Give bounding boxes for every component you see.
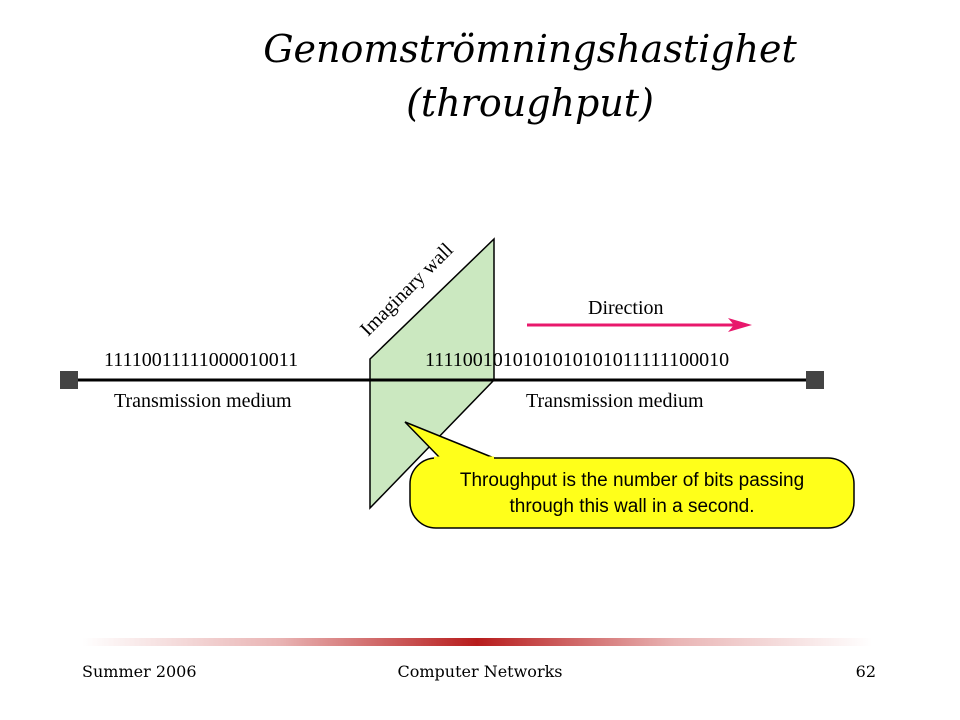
left-terminal-icon	[60, 371, 78, 389]
footer-divider	[82, 638, 872, 646]
footer-date: Summer 2006	[82, 662, 197, 681]
footer-page-number: 62	[855, 662, 876, 681]
right-bit-string: 1111001010101010101011111100010	[425, 349, 729, 371]
right-medium-label: Transmission medium	[526, 390, 704, 412]
slide-title: Genomströmningshastighet	[263, 27, 797, 71]
direction-label: Direction	[588, 297, 664, 319]
slide-subtitle: (throughput)	[406, 81, 654, 125]
left-medium-label: Transmission medium	[114, 390, 292, 412]
callout-bubble	[409, 457, 855, 529]
left-bit-string: 11110011111000010011	[104, 349, 298, 371]
direction-arrow-icon	[728, 318, 752, 332]
callout-line-1: Throughput is the number of bits passing	[460, 470, 804, 491]
callout-line-2: through this wall in a second.	[509, 496, 754, 517]
footer-course: Computer Networks	[397, 662, 563, 681]
right-terminal-icon	[806, 371, 824, 389]
